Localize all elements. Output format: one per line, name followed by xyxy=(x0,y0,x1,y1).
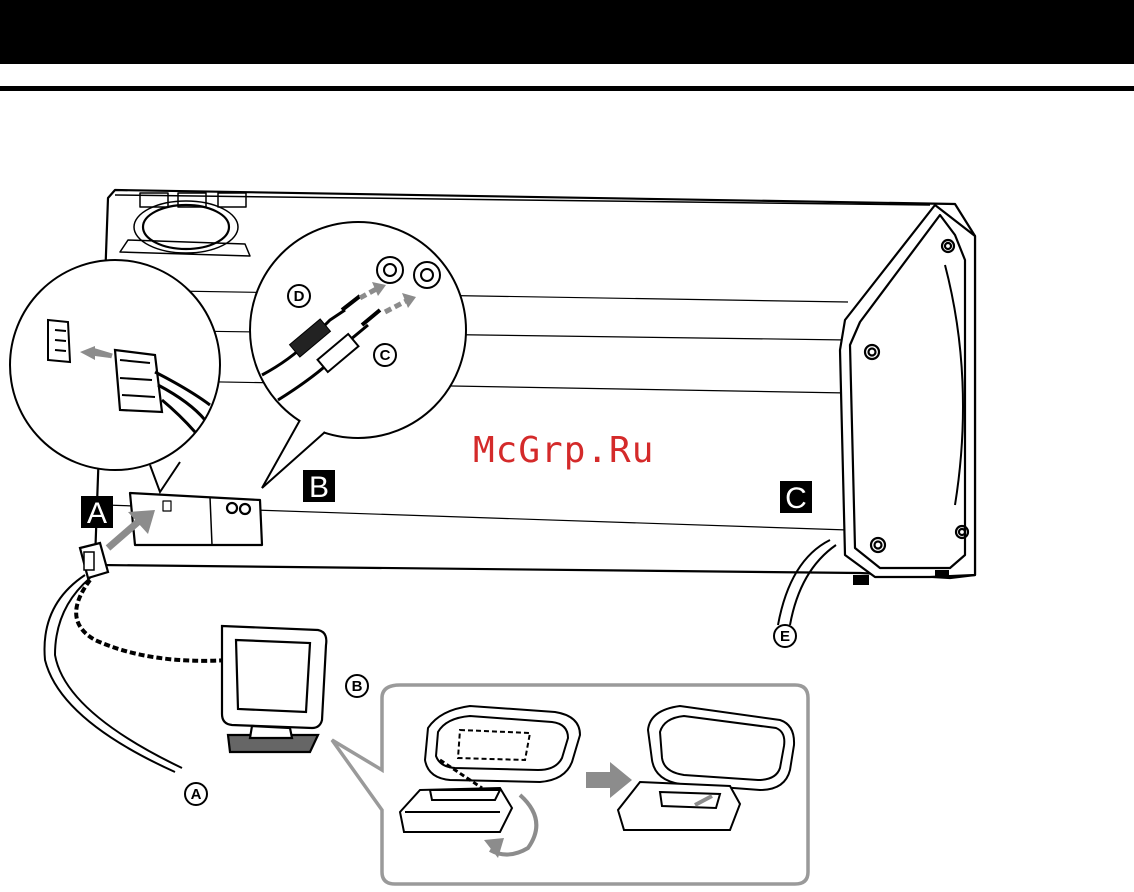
section-label-c: C xyxy=(780,481,812,515)
section-label-b: B xyxy=(303,470,335,504)
callout-a: A xyxy=(185,783,207,805)
svg-text:A: A xyxy=(191,786,202,803)
svg-text:B: B xyxy=(309,471,329,504)
section-label-a: A xyxy=(81,496,113,530)
detail-panel xyxy=(332,685,808,884)
callout-c: C xyxy=(374,344,396,366)
stereo-unit xyxy=(95,190,975,585)
am-loop-antenna xyxy=(222,626,326,752)
callout-d: D xyxy=(288,285,310,307)
callout-e: E xyxy=(774,625,796,647)
svg-text:E: E xyxy=(780,628,790,645)
svg-text:C: C xyxy=(380,347,391,364)
svg-text:B: B xyxy=(352,678,363,695)
watermark: McGrp.Ru xyxy=(473,430,654,471)
svg-text:A: A xyxy=(87,497,107,530)
svg-text:D: D xyxy=(294,288,305,305)
svg-text:C: C xyxy=(785,482,807,515)
callout-b: B xyxy=(346,675,368,697)
